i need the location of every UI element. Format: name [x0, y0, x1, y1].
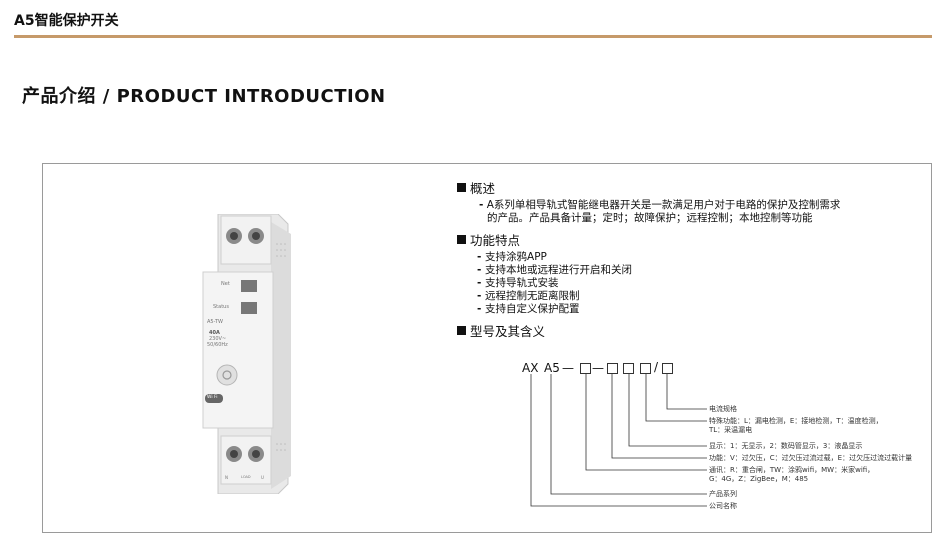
- note-company: 公司名称: [709, 502, 737, 510]
- code-ax: AX: [522, 361, 539, 375]
- product-intro-panel: Net Status A5-TW 40A 230V~ 50/60Hz Wi Fi…: [42, 163, 932, 533]
- code-sep-1: —: [562, 361, 574, 375]
- code-sep-2: —: [592, 361, 604, 375]
- product-image: Net Status A5-TW 40A 230V~ 50/60Hz Wi Fi…: [163, 214, 323, 494]
- note-comm-2: G：4G，Z：ZigBee，M：485: [709, 475, 809, 483]
- wifi-badge: Wi Fi: [207, 395, 218, 400]
- terminal-load-label: LOAD: [241, 475, 251, 479]
- model-diagram-lines: [530, 374, 707, 507]
- feature-item: 支持涂鸦APP: [477, 251, 927, 264]
- rating-voltage: 230V~: [209, 336, 227, 342]
- feature-item: 支持导轨式安装: [477, 277, 927, 290]
- square-bullet-icon: [457, 235, 466, 244]
- model-title: 型号及其含义: [470, 324, 546, 339]
- note-function: 功能：V：过欠压，C：过欠压过流过载，E：过欠压过流过载计量: [709, 454, 913, 462]
- code-box-special: [640, 363, 651, 374]
- page-header-title: A5智能保护开关: [14, 13, 119, 29]
- model-label: A5-TW: [207, 319, 223, 325]
- square-bullet-icon: [457, 326, 466, 335]
- status-label: Status: [213, 304, 229, 310]
- feature-item: 远程控制无距离限制: [477, 290, 927, 303]
- note-display: 显示：1：无显示，2：数码管显示，3：液晶显示: [709, 442, 863, 450]
- overview-section: 概述 - A系列单相导轨式智能继电器开关是一款满足用户对于电路的保护及控制需求 …: [457, 178, 927, 225]
- net-label: Net: [221, 281, 230, 287]
- section-heading: 产品介绍 / PRODUCT INTRODUCTION: [22, 86, 386, 107]
- features-section: 功能特点 支持涂鸦APP 支持本地或远程进行开启和关闭 支持导轨式安装 远程控制…: [457, 230, 927, 316]
- code-box-function: [607, 363, 618, 374]
- code-box-comm: [580, 363, 591, 374]
- note-current: 电流规格: [709, 405, 737, 413]
- note-comm: 通讯：R：重合闸，TW：涂鸦wifi，MW：米家wifi，: [709, 466, 875, 474]
- features-title: 功能特点: [470, 233, 521, 248]
- overview-text-1: - A系列单相导轨式智能继电器开关是一款满足用户对于电路的保护及控制需求: [479, 199, 841, 211]
- model-code-diagram: AX A5 — — / 电流规格 特殊功能：L：漏电检测，E：接地检测，T：温度…: [477, 359, 932, 529]
- note-series: 产品系列: [709, 490, 737, 498]
- overview-text-2: 的产品。产品具备计量；定时；故障保护；远程控制；本地控制等功能: [487, 212, 813, 224]
- rating-current: 40A: [209, 330, 220, 336]
- code-a5: A5: [544, 361, 560, 375]
- rating-frequency: 50/60Hz: [207, 342, 228, 348]
- overview-title: 概述: [470, 181, 496, 196]
- code-box-display: [623, 363, 634, 374]
- feature-list: 支持涂鸦APP 支持本地或远程进行开启和关闭 支持导轨式安装 远程控制无距离限制…: [457, 251, 927, 316]
- square-bullet-icon: [457, 183, 466, 192]
- code-slash: /: [654, 360, 659, 374]
- header-divider: [14, 35, 932, 38]
- note-special-2: TL：采温漏电: [709, 426, 753, 434]
- note-special: 特殊功能：L：漏电检测，E：接地检测，T：温度检测，: [709, 417, 883, 425]
- feature-item: 支持自定义保护配置: [477, 303, 927, 316]
- terminal-n-label: N: [225, 475, 228, 480]
- model-section: 型号及其含义: [457, 321, 927, 340]
- code-box-current: [662, 363, 673, 374]
- terminal-u-label: U: [261, 475, 264, 480]
- product-info: 概述 - A系列单相导轨式智能继电器开关是一款满足用户对于电路的保护及控制需求 …: [457, 178, 927, 342]
- feature-item: 支持本地或远程进行开启和关闭: [477, 264, 927, 277]
